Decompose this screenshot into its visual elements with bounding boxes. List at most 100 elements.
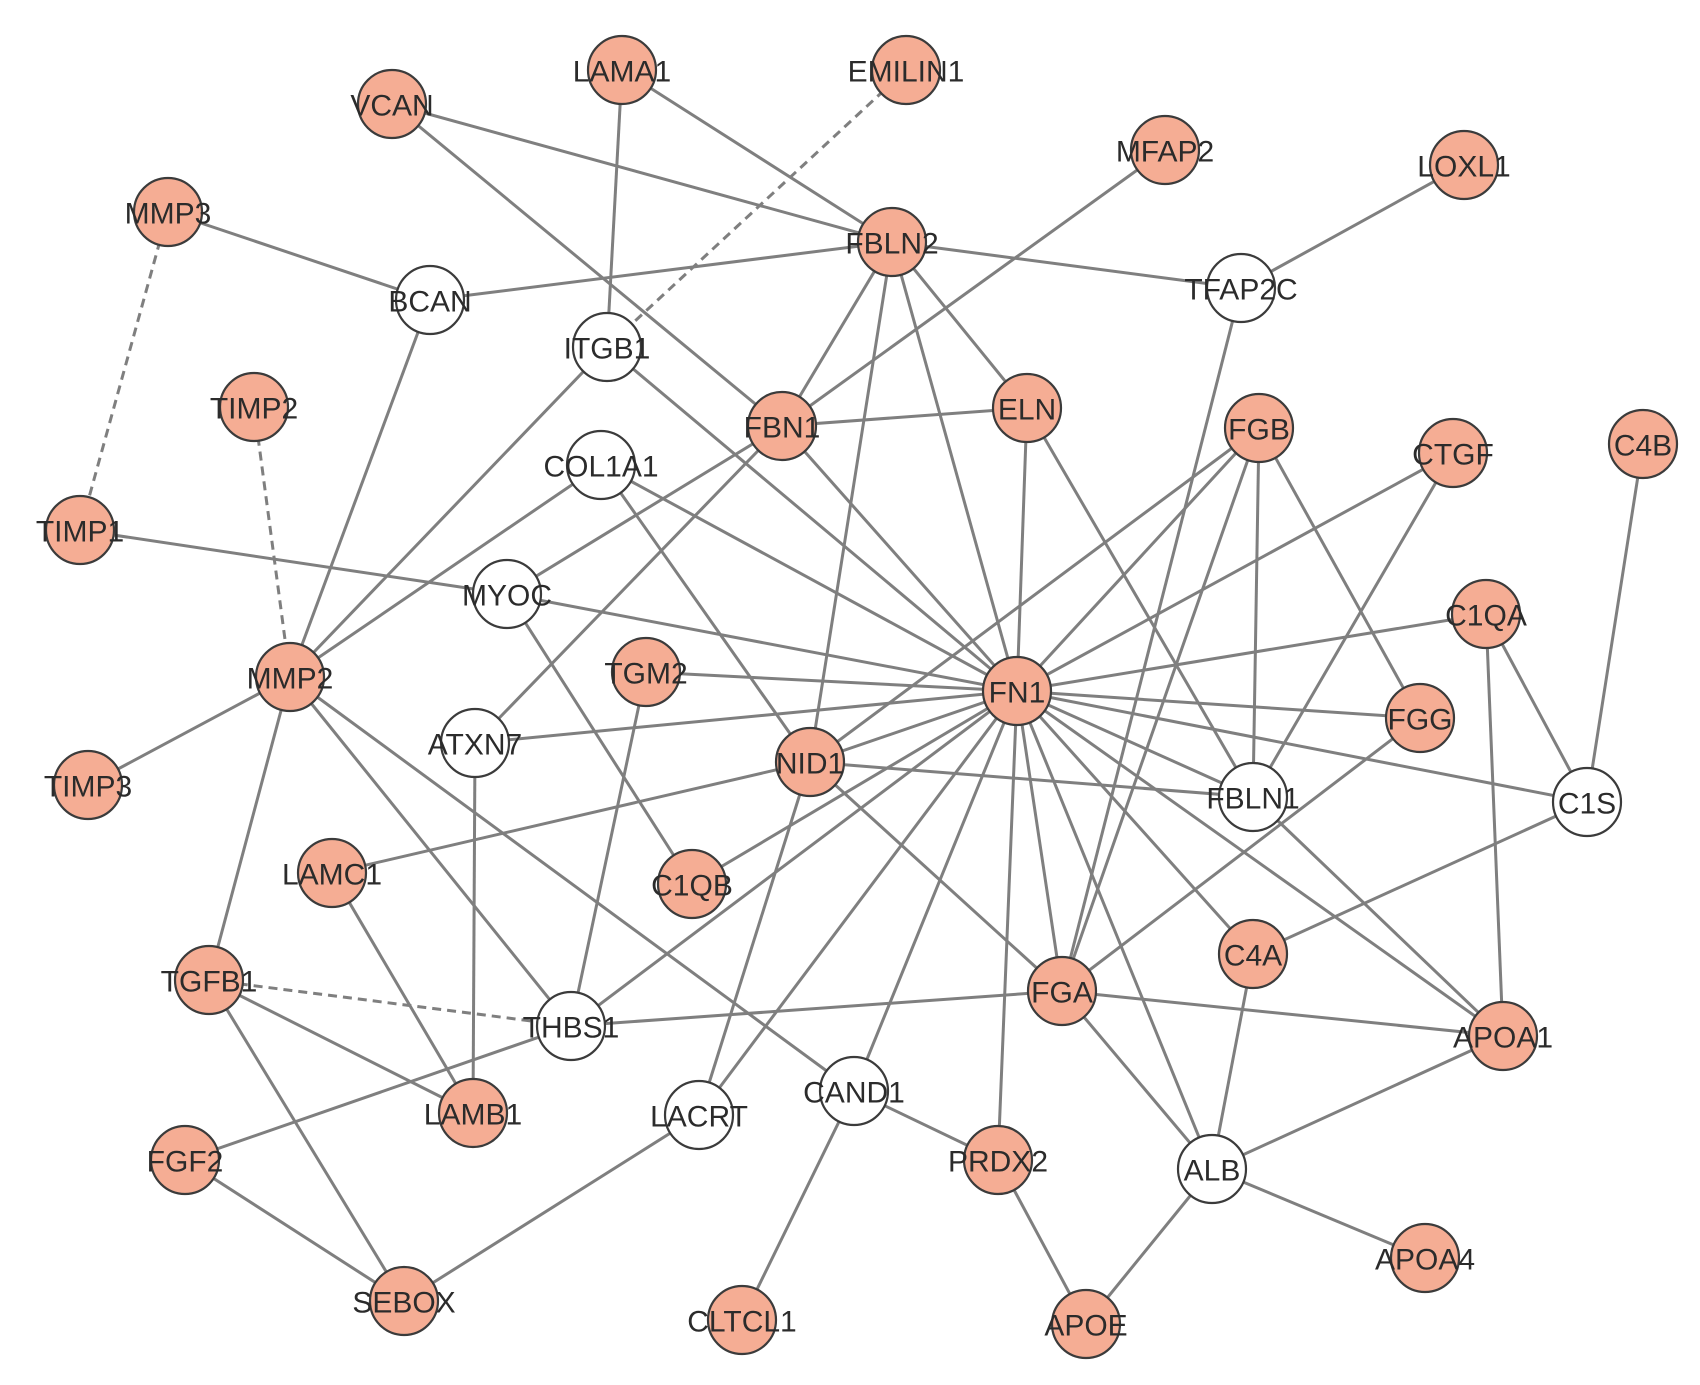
node-circle: [1467, 1000, 1539, 1072]
edge-fgb-fgg: [1257, 427, 1422, 719]
edge-fbn1-fn1: [780, 425, 1019, 692]
node-label: C4B: [1614, 430, 1672, 463]
node-circle: [663, 1079, 735, 1151]
edge-fbln2-fn1: [890, 241, 1019, 692]
node-circle: [962, 1124, 1034, 1196]
node-fbln2: FBLN2: [845, 206, 939, 278]
edge-itgb1-mmp2: [288, 345, 609, 679]
node-bcan: BCAN: [388, 264, 472, 336]
node-circle: [706, 1284, 778, 1356]
node-c4a: C4A: [1217, 918, 1289, 990]
node-label: FBN1: [744, 412, 821, 445]
edge-fn1-alb: [1015, 690, 1214, 1170]
node-fgf2: FGF2: [147, 1124, 223, 1196]
edge-cand1-cltcl1: [740, 1090, 856, 1321]
node-timp1: TIMP1: [36, 494, 124, 566]
edge-vcan-fbn1: [391, 102, 783, 428]
node-cand1: CAND1: [803, 1055, 905, 1127]
edge-fgg-fga: [1061, 716, 1421, 993]
node-label: TIMP3: [44, 771, 132, 804]
edge-fbln2-fbn1: [780, 241, 894, 427]
edge-fbln1-apoa1: [1251, 795, 1505, 1038]
edge-tgm2-fn1: [645, 670, 1018, 693]
node-label: PRDX2: [948, 1146, 1048, 1179]
node-label: C4A: [1224, 940, 1282, 973]
node-circle: [1176, 1133, 1248, 1205]
node-label: EMILIN1: [848, 56, 965, 89]
edge-fbn1-atxn7: [473, 424, 784, 745]
node-label: COL1A1: [543, 451, 658, 484]
node-circle: [571, 311, 643, 383]
edge-timp1-myoc: [79, 528, 508, 596]
edge-bcan-fbln2: [429, 240, 893, 302]
edge-loxl1-tfap2c: [1240, 163, 1465, 290]
edge-atxn7-lamb1: [471, 742, 477, 1114]
node-mmp3: MMP3: [125, 176, 212, 248]
node-c1qb: C1QB: [651, 848, 733, 920]
node-fga: FGA: [1026, 955, 1098, 1027]
node-circle: [368, 1265, 440, 1337]
edge-timp2-mmp2: [252, 406, 292, 678]
edge-fn1-fgg: [1016, 689, 1421, 720]
edge-tgfb1-lamb1: [208, 978, 474, 1115]
node-label: TFAP2C: [1184, 274, 1297, 307]
edge-col1a1-nid1: [599, 464, 812, 763]
edge-eln-fbln1: [1025, 407, 1255, 798]
node-loxl1: LOXL1: [1417, 129, 1511, 201]
node-circle: [1450, 578, 1522, 650]
node-circle: [1217, 761, 1289, 833]
edge-c4a-alb: [1210, 953, 1255, 1170]
edge-c1s-c4a: [1252, 800, 1588, 956]
node-circle: [1389, 1222, 1461, 1294]
node-label: FBLN2: [845, 228, 938, 261]
edge-emilin1-itgb1: [605, 68, 908, 349]
node-circle: [132, 176, 204, 248]
node-label: LAMB1: [424, 1099, 522, 1132]
edge-fgf2-sebox: [184, 1158, 405, 1303]
node-label: SEBOX: [352, 1287, 455, 1320]
node-label: LAMC1: [282, 859, 382, 892]
node-fgg: FGG: [1384, 682, 1456, 754]
edge-atxn7-fn1: [474, 689, 1018, 745]
node-lama1: LAMA1: [573, 34, 671, 106]
edge-fn1-thbs1: [570, 689, 1018, 1028]
node-circle: [52, 749, 124, 821]
node-myoc: MYOC: [462, 558, 552, 630]
node-label: C1QB: [651, 870, 733, 903]
node-itgb1: ITGB1: [564, 311, 650, 383]
node-label: FBLN1: [1206, 783, 1299, 816]
node-timp3: TIMP3: [44, 749, 132, 821]
node-circle: [586, 34, 658, 106]
edge-fn1-c1qb: [691, 689, 1018, 886]
edge-fn1-cand1: [852, 690, 1019, 1092]
node-label: LACRT: [650, 1101, 748, 1134]
edge-nid1-lamc1: [331, 760, 811, 875]
node-circle: [1026, 955, 1098, 1027]
edge-mfap2-fbn1: [781, 148, 1166, 428]
node-label: ALB: [1184, 1155, 1241, 1188]
node-circle: [774, 726, 846, 798]
node-label: FGA: [1031, 977, 1093, 1010]
node-vcan: VCAN: [350, 68, 434, 140]
node-fbn1: FBN1: [744, 390, 821, 462]
edge-tfap2c-fga: [1060, 287, 1243, 992]
edge-alb-apoa4: [1211, 1167, 1426, 1260]
node-label: APOE: [1044, 1310, 1127, 1343]
node-label: TGM2: [604, 658, 687, 691]
edge-fgb-nid1: [809, 426, 1260, 764]
node-circle: [1384, 682, 1456, 754]
edge-mmp3-timp1: [78, 211, 170, 531]
edge-fga-apoa1: [1061, 989, 1504, 1038]
node-label: TGFB1: [161, 966, 258, 999]
node-ctgf: CTGF: [1412, 417, 1494, 489]
node-circle: [1050, 1288, 1122, 1360]
node-apoe: APOE: [1044, 1288, 1128, 1360]
edge-lama1-itgb1: [605, 69, 624, 348]
node-atxn7: ATXN7: [428, 707, 522, 779]
node-circle: [254, 641, 326, 713]
node-thbs1: THBS1: [523, 990, 619, 1062]
node-circle: [1607, 408, 1679, 480]
node-label: MMP3: [125, 198, 212, 231]
node-circle: [394, 264, 466, 336]
